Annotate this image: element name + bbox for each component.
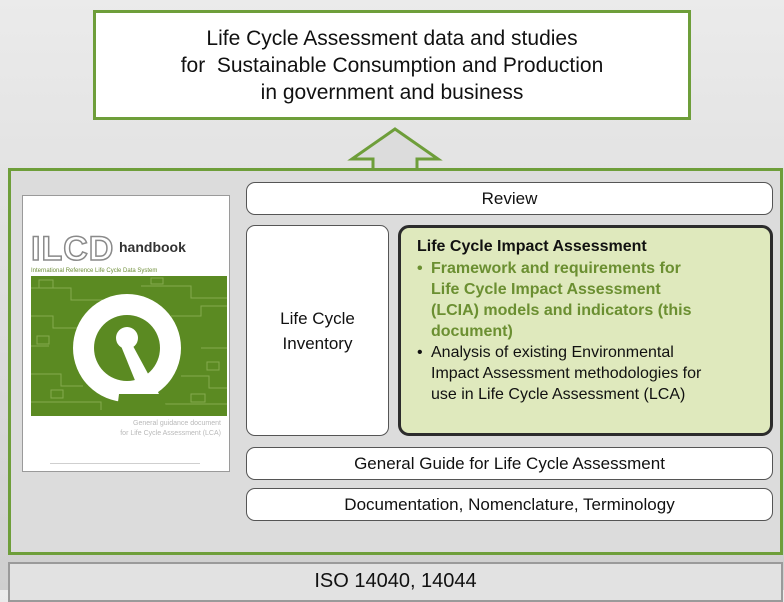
handbook-logo-word: handbook bbox=[119, 239, 186, 255]
goal-line-1: Life Cycle Assessment data and studies bbox=[206, 26, 578, 50]
lcia-item-framework: • Framework and requirements for Life Cy… bbox=[417, 258, 760, 342]
lcia-item1-line: Framework and requirements for bbox=[431, 260, 681, 277]
review-box: Review bbox=[246, 182, 773, 215]
handbook-note-line-1: General guidance document bbox=[133, 420, 221, 427]
handbook-note-line-2: for Life Cycle Assessment (LCA) bbox=[120, 430, 221, 437]
bullet: • bbox=[417, 344, 423, 361]
documentation-box: Documentation, Nomenclature, Terminology bbox=[246, 488, 773, 521]
goal-line-2: for Sustainable Consumption and Producti… bbox=[180, 53, 604, 77]
life-cycle-inventory-box: Life Cycle Inventory bbox=[246, 225, 389, 436]
general-guide-box: General Guide for Life Cycle Assessment bbox=[246, 447, 773, 480]
lcia-item2-line: use in Life Cycle Assessment (LCA) bbox=[431, 386, 686, 403]
lca-goal-box: Life Cycle Assessment data and studies f… bbox=[93, 10, 691, 120]
handbook-subtitle: International Reference Life Cycle Data … bbox=[31, 268, 158, 274]
lcia-item1-line: document) bbox=[431, 323, 513, 340]
handbook-logo: ILCD handbook bbox=[30, 229, 227, 269]
handbook-logo-letters: ILCD bbox=[30, 229, 115, 269]
lcia-item1-line: (LCIA) models and indicators (this bbox=[431, 302, 692, 319]
handbook-divider bbox=[50, 463, 200, 464]
bullet: • bbox=[417, 260, 423, 277]
lci-line-1: Life Cycle bbox=[280, 308, 355, 328]
circuit-pattern-icon bbox=[31, 277, 227, 410]
lcia-list: • Framework and requirements for Life Cy… bbox=[417, 258, 760, 405]
lcia-title: Life Cycle Impact Assessment bbox=[417, 238, 647, 255]
handbook-note: General guidance document for Life Cycle… bbox=[31, 419, 221, 439]
handbook-cover-art bbox=[31, 276, 227, 416]
lcia-item2-line: Impact Assessment methodologies for bbox=[431, 365, 702, 382]
lcia-item1-line: Life Cycle Impact Assessment bbox=[431, 281, 661, 298]
iso-standards-bar: ISO 14040, 14044 bbox=[8, 562, 783, 602]
lcia-item-analysis: • Analysis of existing Environmental Imp… bbox=[417, 342, 760, 405]
iso-label: ISO 14040, 14044 bbox=[314, 570, 477, 592]
lci-line-2: Inventory bbox=[282, 333, 353, 353]
goal-line-3: in government and business bbox=[260, 80, 524, 104]
lcia-box: Life Cycle Impact Assessment • Framework… bbox=[398, 225, 773, 436]
lcia-item2-line: Analysis of existing Environmental bbox=[431, 344, 674, 361]
